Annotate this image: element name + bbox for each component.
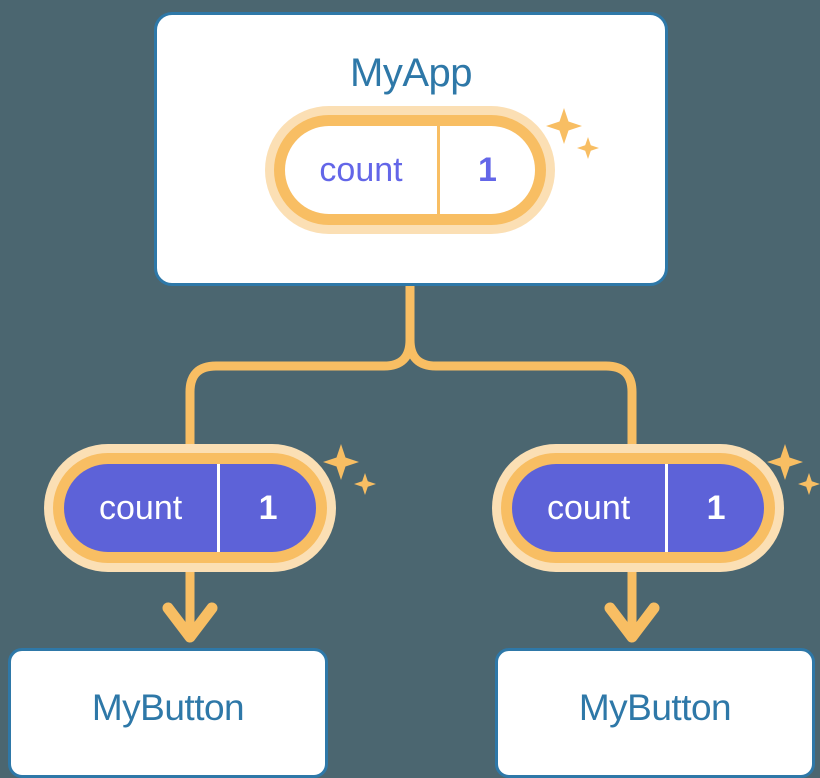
arrow-down-icon-left — [162, 602, 218, 643]
state-pill-body: count 1 — [512, 464, 764, 552]
state-pill-value: 1 — [706, 488, 726, 527]
app-card-title: MyApp — [350, 51, 473, 95]
state-pill-key: count — [285, 126, 440, 214]
sparkle-star-small-icon — [798, 473, 820, 495]
state-pill-key: count — [512, 464, 669, 552]
button-card-left-title: MyButton — [91, 687, 245, 728]
state-pill-app[interactable]: count 1 — [265, 106, 555, 234]
connector-app-to-left-pill — [185, 281, 415, 457]
state-pill-body: count 1 — [64, 464, 316, 552]
button-card-right[interactable]: MyButton — [495, 648, 815, 778]
state-pill-value: 1 — [258, 488, 278, 527]
state-pill-key: count — [64, 464, 221, 552]
state-pill-child-left[interactable]: count 1 — [44, 444, 336, 572]
state-pill-child-right[interactable]: count 1 — [492, 444, 784, 572]
button-card-left[interactable]: MyButton — [8, 648, 328, 778]
button-card-right-title: MyButton — [578, 687, 732, 728]
arrow-down-icon-right — [604, 602, 660, 643]
connector-app-to-right-pill — [405, 281, 637, 457]
sparkle-star-small-icon — [354, 473, 376, 495]
state-pill-value: 1 — [478, 150, 497, 189]
state-pill-body: count 1 — [285, 126, 535, 214]
